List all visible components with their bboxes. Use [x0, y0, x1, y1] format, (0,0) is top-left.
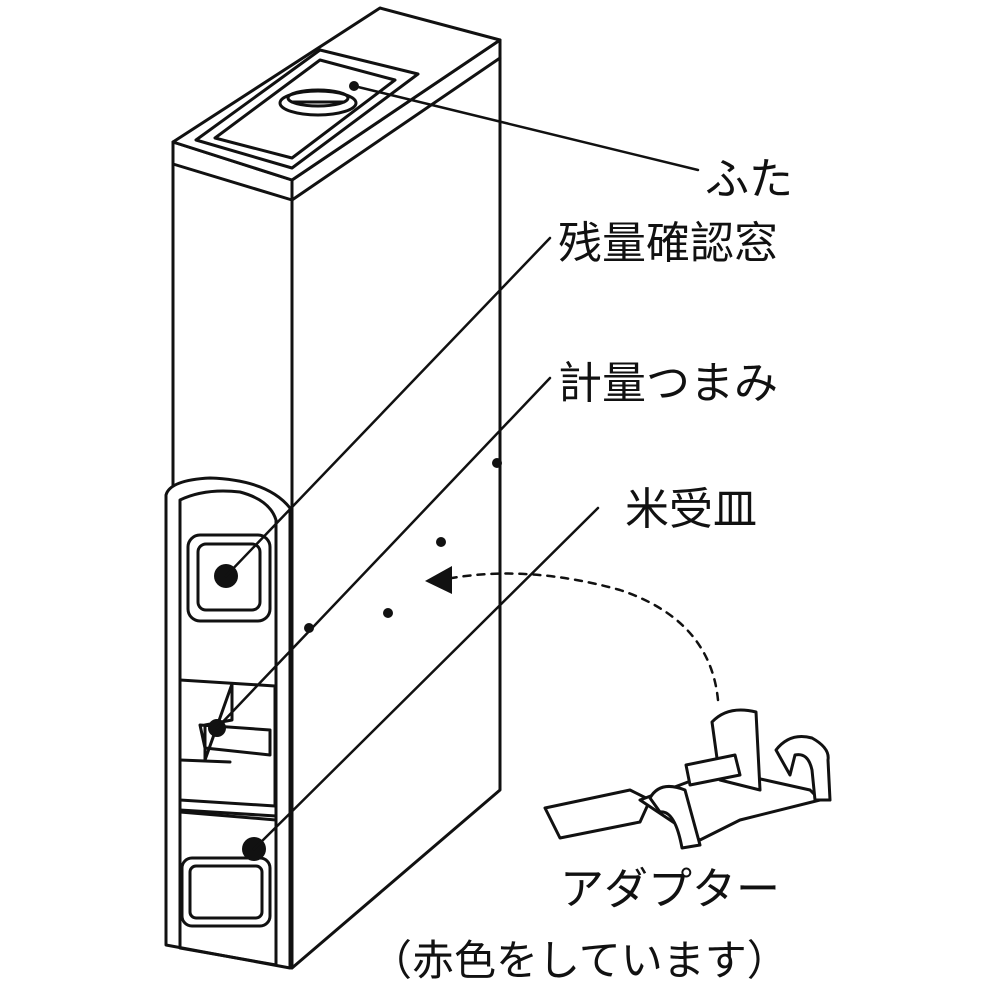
label-remaining-window: 残量確認窓: [558, 218, 778, 269]
adapter-arrow: [425, 566, 720, 702]
label-adapter-note: （赤色をしています）: [370, 936, 789, 985]
label-adapter: アダプター: [560, 864, 780, 915]
label-lid: ふた: [705, 154, 793, 205]
adapter-part: [543, 708, 832, 850]
leader-lines: [215, 84, 700, 851]
rice-tray: [178, 810, 278, 928]
label-measuring-knob: 計量つまみ: [558, 358, 778, 409]
lid: [194, 48, 420, 170]
remaining-window: [186, 533, 272, 623]
side-holes: [304, 458, 502, 633]
label-rice-tray: 米受皿: [625, 484, 757, 535]
